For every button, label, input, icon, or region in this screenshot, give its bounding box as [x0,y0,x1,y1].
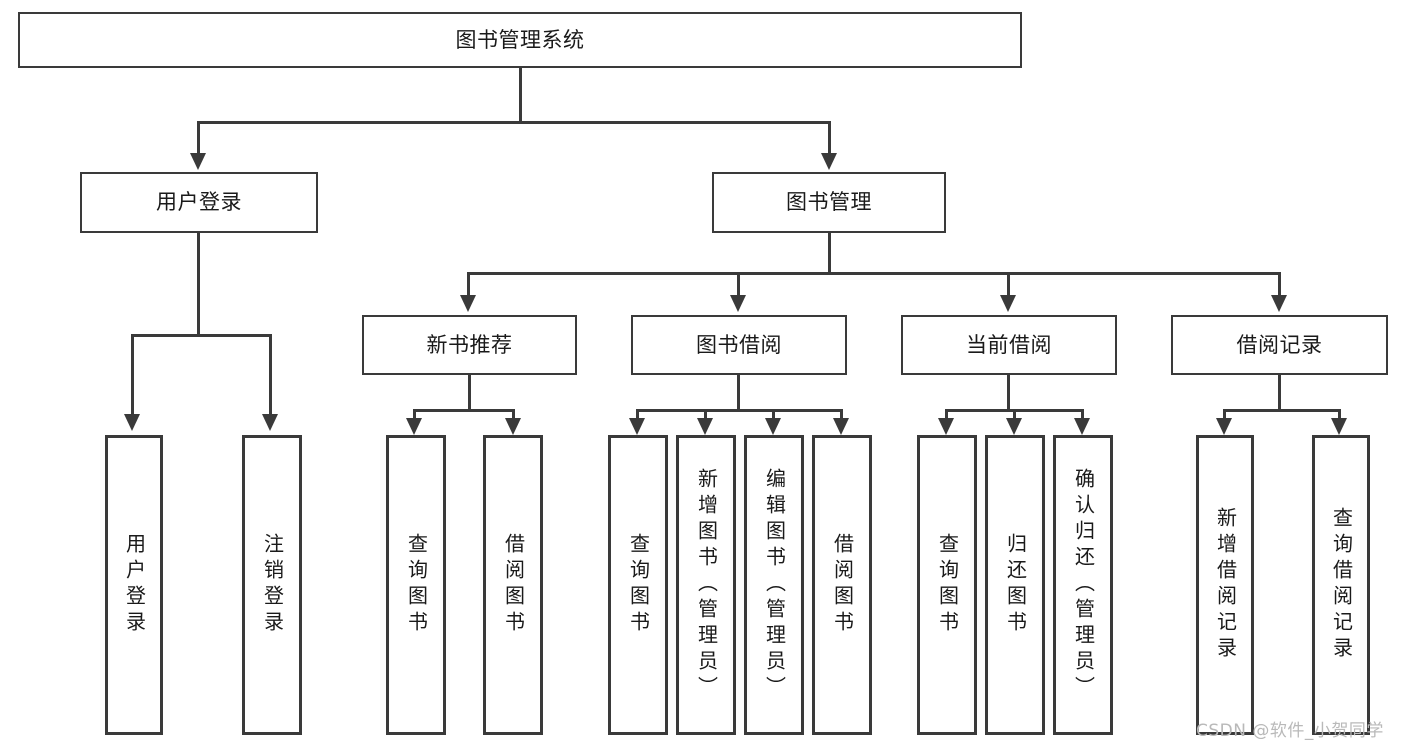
arrowhead-leaf-query-book-3 [938,418,954,435]
arrowhead-book-borrow [730,295,746,312]
connector-drop-borrow-record [1278,272,1281,297]
connector-drop-user-login [197,121,200,155]
connector-new-book-recommend-stem [468,375,471,411]
node-leaf-borrow-book-2-label: 借阅图书 [830,533,855,637]
node-borrow-record[interactable]: 借阅记录 [1171,315,1388,375]
arrowhead-user-login [190,153,206,170]
node-leaf-logout[interactable]: 注销登录 [242,435,302,735]
node-leaf-add-book-label: 新增图书（管理员） [694,468,719,702]
arrowhead-leaf-logout [262,414,278,431]
node-leaf-query-book-3-label: 查询图书 [935,533,960,637]
arrowhead-book-manage [821,153,837,170]
connector-drop-leaf-return-book [1013,409,1016,420]
connector-drop-book-manage [828,121,831,155]
node-book-borrow[interactable]: 图书借阅 [631,315,847,375]
connector-user-login-bus [131,334,271,337]
arrowhead-leaf-confirm-return [1074,418,1090,435]
connector-drop-new-book-recommend [467,272,470,297]
node-leaf-user-login-label: 用户登录 [122,533,147,637]
arrowhead-leaf-borrow-book-1 [505,418,521,435]
arrowhead-leaf-add-book [697,418,713,435]
arrowhead-new-book-recommend [460,295,476,312]
arrowhead-leaf-return-book [1006,418,1022,435]
connector-drop-current-borrow [1007,272,1010,297]
connector-drop-leaf-borrow-book-2 [840,409,843,420]
arrowhead-borrow-record [1271,295,1287,312]
connector-borrow-record-bus [1223,409,1341,412]
connector-book-manage-stem [828,233,831,274]
connector-drop-leaf-query-book-3 [945,409,948,420]
node-user-login[interactable]: 用户登录 [80,172,318,233]
node-leaf-confirm-return[interactable]: 确认归还（管理员） [1053,435,1113,735]
node-leaf-query-book-3[interactable]: 查询图书 [917,435,977,735]
node-leaf-user-login[interactable]: 用户登录 [105,435,163,735]
connector-drop-leaf-add-book [704,409,707,420]
connector-drop-leaf-query-book-1 [413,409,416,420]
node-new-book-recommend[interactable]: 新书推荐 [362,315,577,375]
node-root-label: 图书管理系统 [455,27,585,52]
node-leaf-confirm-return-label: 确认归还（管理员） [1071,468,1096,702]
node-book-borrow-label: 图书借阅 [696,332,782,357]
connector-drop-leaf-query-record [1338,409,1341,420]
node-leaf-query-book-2[interactable]: 查询图书 [608,435,668,735]
connector-root-stem [519,68,522,124]
connector-book-borrow-bus [636,409,843,412]
watermark-text: CSDN @软件_小贺同学 [1196,721,1384,741]
arrowhead-leaf-user-login [124,414,140,431]
node-leaf-edit-book[interactable]: 编辑图书（管理员） [744,435,804,735]
node-leaf-query-record-label: 查询借阅记录 [1329,507,1354,663]
node-leaf-return-book-label: 归还图书 [1003,533,1028,637]
node-leaf-borrow-book-1-label: 借阅图书 [501,533,526,637]
connector-new-book-recommend-bus [413,409,515,412]
node-current-borrow[interactable]: 当前借阅 [901,315,1117,375]
connector-user-login-stem [197,233,200,336]
connector-drop-book-borrow [737,272,740,297]
node-user-login-label: 用户登录 [156,190,242,215]
connector-current-borrow-stem [1007,375,1010,411]
connector-level2-bus [467,272,1281,275]
arrowhead-leaf-query-record [1331,418,1347,435]
node-leaf-borrow-book-1[interactable]: 借阅图书 [483,435,543,735]
connector-drop-leaf-user-login [131,334,134,416]
node-leaf-borrow-book-2[interactable]: 借阅图书 [812,435,872,735]
arrowhead-leaf-edit-book [765,418,781,435]
node-leaf-query-record[interactable]: 查询借阅记录 [1312,435,1370,735]
node-leaf-return-book[interactable]: 归还图书 [985,435,1045,735]
node-leaf-query-book-1-label: 查询图书 [404,533,429,637]
arrowhead-leaf-borrow-book-2 [833,418,849,435]
connector-drop-leaf-borrow-book-1 [512,409,515,420]
arrowhead-current-borrow [1000,295,1016,312]
node-current-borrow-label: 当前借阅 [966,332,1052,357]
connector-book-borrow-stem [737,375,740,411]
connector-drop-leaf-query-book-2 [636,409,639,420]
connector-drop-leaf-add-record [1223,409,1226,420]
node-leaf-add-record[interactable]: 新增借阅记录 [1196,435,1254,735]
node-leaf-query-book-1[interactable]: 查询图书 [386,435,446,735]
node-book-manage[interactable]: 图书管理 [712,172,946,233]
connector-level1-bus [197,121,831,124]
node-leaf-query-book-2-label: 查询图书 [626,533,651,637]
arrowhead-leaf-query-book-1 [406,418,422,435]
node-root[interactable]: 图书管理系统 [18,12,1022,68]
node-borrow-record-label: 借阅记录 [1236,332,1323,357]
node-leaf-logout-label: 注销登录 [260,533,285,637]
connector-borrow-record-stem [1278,375,1281,411]
arrowhead-leaf-query-book-2 [629,418,645,435]
node-leaf-add-book[interactable]: 新增图书（管理员） [676,435,736,735]
arrowhead-leaf-add-record [1216,418,1232,435]
connector-drop-leaf-edit-book [772,409,775,420]
connector-drop-leaf-confirm-return [1081,409,1084,420]
node-book-manage-label: 图书管理 [786,190,872,215]
node-new-book-recommend-label: 新书推荐 [426,332,513,357]
node-leaf-edit-book-label: 编辑图书（管理员） [762,468,787,702]
connector-drop-leaf-logout [269,334,272,416]
node-leaf-add-record-label: 新增借阅记录 [1213,507,1238,663]
